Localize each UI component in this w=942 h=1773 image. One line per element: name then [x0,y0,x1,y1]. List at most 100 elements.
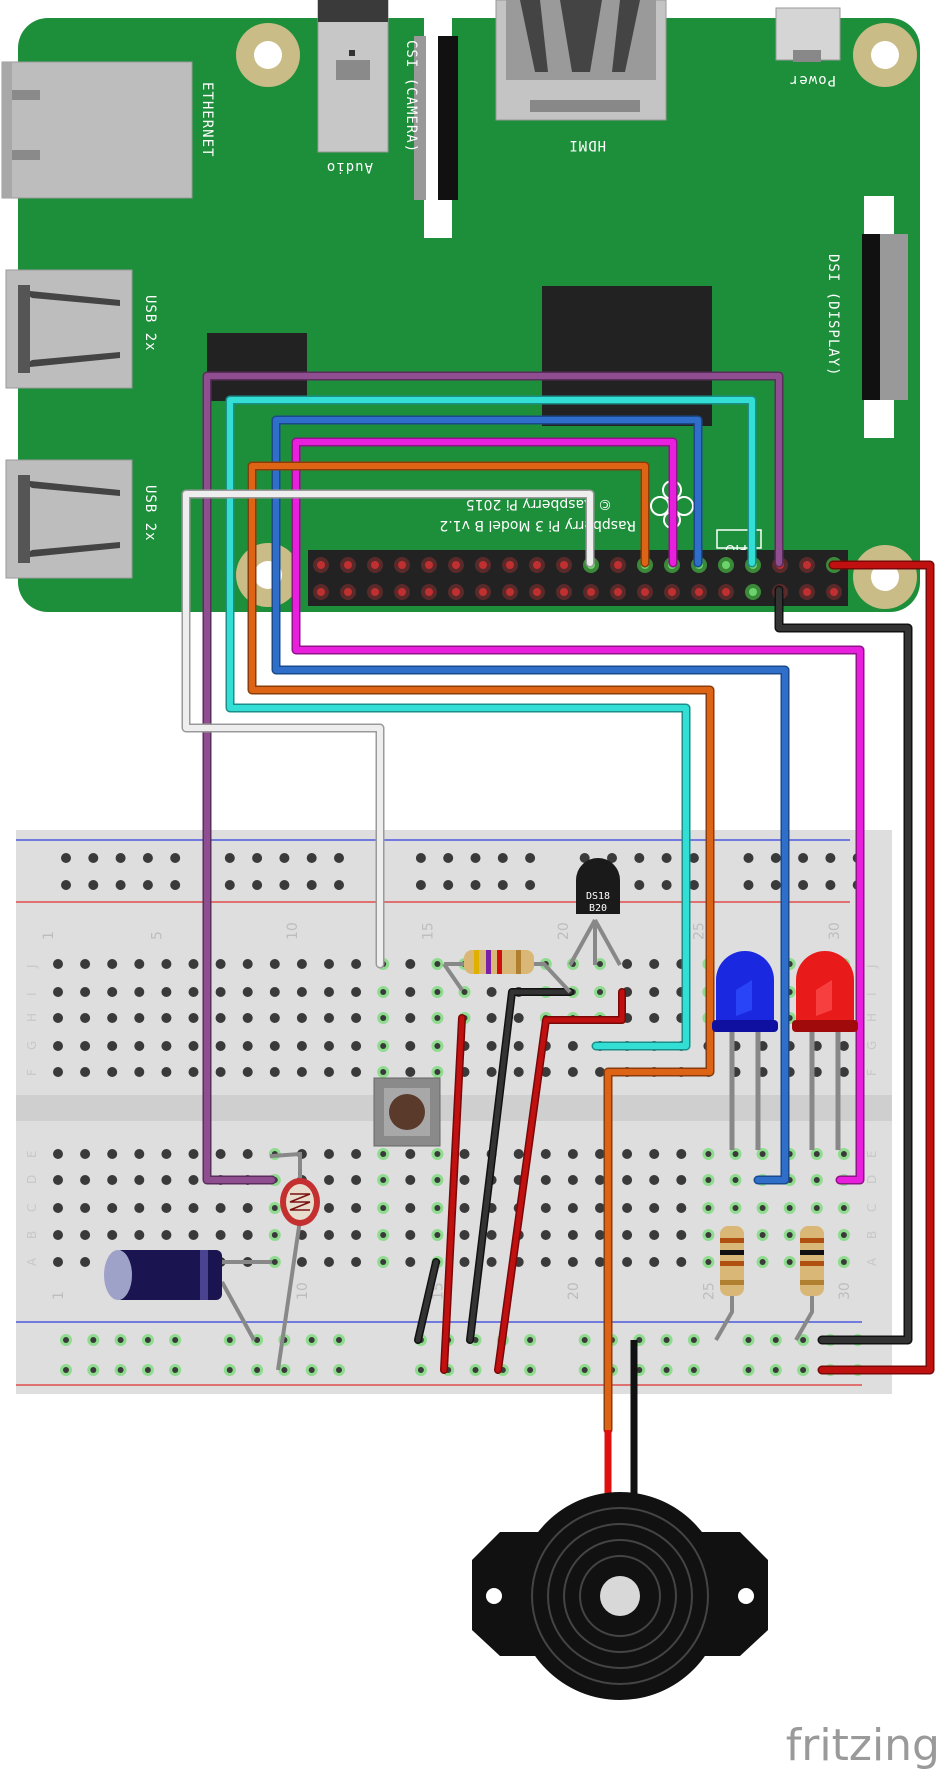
breadboard-hole [188,1149,199,1159]
breadboard-hole [540,1257,551,1267]
breadboard-hole [134,1041,145,1051]
led-red [792,951,858,1150]
column-number: 30 [837,1282,853,1300]
breadboard-hole [540,1149,551,1159]
breadboard-hole [80,1013,91,1023]
audio-jack [317,0,389,153]
breadboard-hole [634,880,645,890]
breadboard-hole [351,1041,362,1051]
breadboard-hole [838,1041,849,1051]
breadboard-hole [405,959,416,969]
breadboard-hole [296,1257,307,1267]
breadboard-hole [324,1203,334,1213]
row-letter: B [25,1231,39,1239]
breadboard-hole [161,1067,172,1077]
breadboard-hole [622,959,633,969]
row-letter: I [25,992,39,996]
mounting-hole-br [853,545,917,609]
breadboard-hole [838,1067,849,1077]
resistor-led-blue [714,1226,744,1341]
breadboard-hole [242,1203,253,1213]
mounting-hole-tr [853,23,917,87]
breadboard-hole [525,853,536,863]
breadboard-hole [324,1013,334,1023]
wire-magenta [291,437,865,1185]
breadboard-hole [405,1013,416,1023]
breadboard-hole [324,1149,334,1159]
wire-orange [247,461,715,1435]
breadboard-hole [459,1175,470,1185]
row-letter: I [865,992,879,996]
audio-label: Audio [326,159,373,175]
breadboard-hole [215,1041,226,1051]
breadboard-hole [269,1013,280,1023]
breadboard-hole [53,1257,63,1267]
breadboard-hole [107,1041,118,1051]
breadboard-hole [161,1149,172,1159]
power-label: Power [789,72,836,88]
breadboard-hole [415,880,426,890]
breadboard-hole [324,959,334,969]
breadboard-hole [242,1230,253,1240]
breadboard-hole [497,853,508,863]
breadboard-hole [334,853,344,863]
column-number: 30 [827,922,843,940]
resistor-pullup [442,950,572,994]
breadboard-hole [649,959,660,969]
breadboard-hole [134,1203,145,1213]
row-letter: F [865,1069,879,1076]
breadboard-hole [688,853,699,863]
row-letter: E [25,1150,39,1158]
breadboard-hole [215,959,226,969]
breadboard-hole [405,1041,416,1051]
breadboard-hole [634,853,645,863]
breadboard-hole [161,1175,172,1185]
breadboard-hole [242,987,253,997]
breadboard-hole [134,987,145,997]
column-number: 15 [420,922,436,940]
resistor-led-red [794,1226,824,1341]
breadboard-hole [53,1013,63,1023]
breadboard-hole [296,1067,307,1077]
breadboard-hole [497,880,508,890]
breadboard-hole [324,987,334,997]
breadboard-hole [88,880,99,890]
usb-label-1: USB 2x [142,295,158,352]
breadboard-hole [567,1257,578,1267]
capacitor [104,1250,272,1341]
breadboard-hole [486,1067,497,1077]
breadboard-hole [80,1230,91,1240]
breadboard-hole [622,1230,633,1240]
breadboard-hole [53,1175,63,1185]
breadboard-hole [53,987,63,997]
breadboard-hole [595,1175,605,1185]
breadboard-hole [649,987,660,997]
breadboard-hole [622,1257,633,1267]
breadboard-hole [107,1149,118,1159]
breadboard-hole [188,1067,199,1077]
column-number: 1 [41,931,57,940]
row-letter: D [25,1175,39,1184]
breadboard-hole [296,987,307,997]
breadboard-hole [567,1041,578,1051]
breadboard-hole [242,1067,253,1077]
breadboard-hole [622,1149,633,1159]
breadboard-hole [443,853,454,863]
breadboard-hole [134,1149,145,1159]
breadboard-hole [306,880,317,890]
breadboard-hole [540,1067,551,1077]
led-blue [712,951,778,1150]
breadboard-hole [142,853,153,863]
breadboard-hole [142,880,153,890]
breadboard-hole [595,1230,605,1240]
breadboard-hole [324,1067,334,1077]
breadboard-hole [676,1230,687,1240]
breadboard-hole [80,987,91,997]
breadboard-hole [567,1203,578,1213]
breadboard-hole [595,1257,605,1267]
breadboard-hole [107,1175,118,1185]
gpio-header [308,550,848,606]
breadboard-hole [595,1067,605,1077]
